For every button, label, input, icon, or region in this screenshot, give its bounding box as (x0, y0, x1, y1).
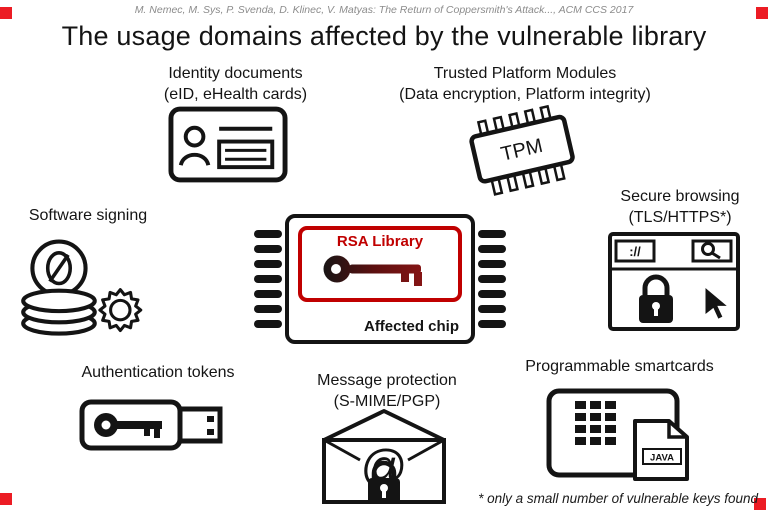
chip-pin (254, 320, 282, 328)
coin-stack (21, 288, 97, 336)
label-tpm: Trusted Platform Modules (Data encryptio… (355, 63, 695, 105)
secure-browsing-label-line2: (TLS/HTTPS*) (628, 209, 732, 226)
chip-pin (254, 305, 282, 313)
rsa-library-label: RSA Library (336, 233, 424, 250)
identity-label-line2: (eID, eHealth cards) (163, 86, 308, 103)
lock-icon (368, 460, 400, 504)
chip-pin (254, 275, 282, 283)
smartcard-icon: JAVA (546, 388, 689, 481)
java-file-icon: JAVA (633, 419, 689, 481)
chip-pin (254, 230, 282, 238)
tpm-label-line2: (Data encryption, Platform integrity) (399, 86, 651, 103)
label-auth-tokens: Authentication tokens (58, 362, 258, 383)
browser-window-icon: :// (608, 232, 740, 331)
chip-pin (478, 320, 506, 328)
tpm-pins (476, 104, 566, 196)
page-title: The usage domains affected by the vulner… (61, 21, 707, 51)
id-card-icon (168, 106, 288, 183)
magnifier-icon (691, 239, 733, 263)
address-bar-text: :// (629, 244, 641, 259)
coins-seal-icon (21, 239, 143, 336)
java-file-label: JAVA (650, 453, 674, 464)
affected-chip: RSA Library Affected (254, 214, 506, 344)
secure-browsing-label-line1: Secure browsing (620, 188, 740, 205)
smartcards-label: Programmable smartcards (525, 358, 714, 375)
tpm-label-line1: Trusted Platform Modules (433, 65, 617, 82)
chip-pins-right (478, 230, 506, 328)
usb-key-icon (79, 399, 223, 451)
rsa-library-box: RSA Library (298, 226, 462, 302)
chip-pin (478, 275, 506, 283)
corner-marker-top-left (0, 7, 12, 19)
auth-tokens-label: Authentication tokens (81, 364, 235, 381)
chip-pin (478, 230, 506, 238)
chip-pin (254, 245, 282, 253)
chip-pin (254, 260, 282, 268)
chip-pin (478, 245, 506, 253)
lock-icon (639, 274, 673, 323)
chip-contact (575, 401, 616, 445)
footnote: * only a small number of vulnerable keys… (478, 491, 758, 506)
label-smartcards: Programmable smartcards (502, 356, 737, 377)
seal-rosette (98, 288, 143, 333)
chip-pin (254, 290, 282, 298)
corner-marker-bottom-right (754, 498, 766, 510)
coin (30, 239, 88, 297)
software-signing-label: Software signing (28, 207, 148, 224)
citation: M. Nemec, M. Sys, P. Svenda, D. Klinec, … (134, 4, 634, 16)
person-glyph (178, 125, 211, 166)
envelope-lock-icon: @ (322, 409, 446, 504)
affected-chip-label: Affected chip (363, 318, 459, 335)
chip-pins-left (254, 230, 282, 328)
tpm-chip-icon: TPM (469, 104, 575, 196)
label-message-protection: Message protection (S-MIME/PGP) (298, 370, 476, 412)
chip-pin (478, 305, 506, 313)
message-protection-label-line2: (S-MIME/PGP) (333, 393, 441, 410)
chip-pin (478, 260, 506, 268)
identity-label-line1: Identity documents (168, 65, 303, 82)
chip-body: RSA Library Affected (285, 214, 475, 344)
key-glyph (94, 413, 162, 438)
key-icon (323, 255, 422, 286)
corner-marker-bottom-left (0, 493, 12, 505)
message-protection-label-line1: Message protection (317, 372, 457, 389)
label-identity-documents: Identity documents (eID, eHealth cards) (128, 63, 343, 105)
cursor-icon (704, 285, 730, 320)
corner-marker-top-right (756, 7, 768, 19)
chip-pin (478, 290, 506, 298)
label-software-signing: Software signing (8, 205, 168, 226)
label-secure-browsing: Secure browsing (TLS/HTTPS*) (600, 186, 760, 228)
